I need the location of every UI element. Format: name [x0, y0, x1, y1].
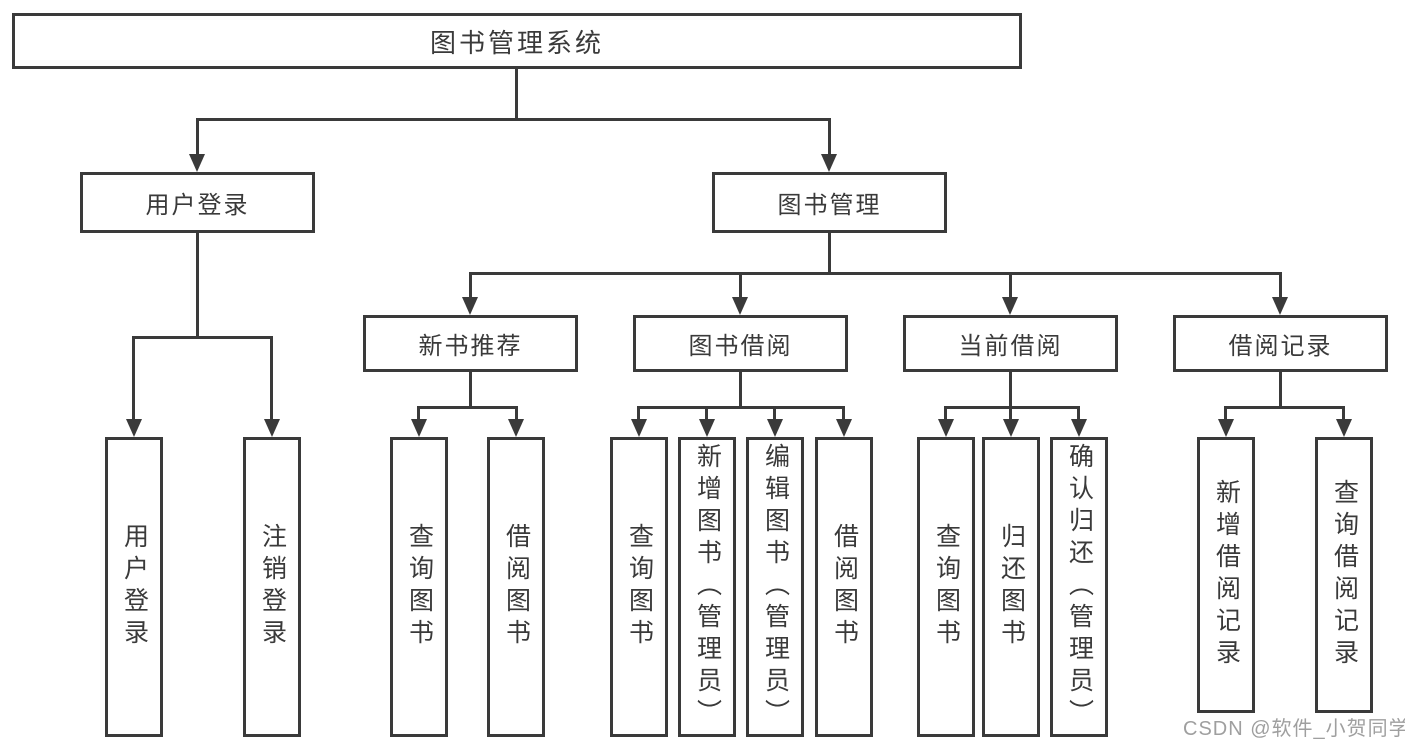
node-root: 图书管理系统: [12, 13, 1022, 69]
connector-line: [828, 118, 831, 158]
node-label: 借阅图书: [502, 523, 531, 651]
arrow-down-icon: [126, 419, 142, 437]
connector-line: [132, 336, 273, 339]
connector-line: [1009, 406, 1012, 423]
arrow-down-icon: [938, 419, 954, 437]
node-user-login: 用户登录: [80, 172, 315, 233]
connector-line: [1279, 372, 1282, 409]
arrow-down-icon: [462, 297, 478, 315]
node-leaf-return-books: 归还图书: [982, 437, 1040, 737]
arrow-down-icon: [411, 419, 427, 437]
node-new-book-recommendation: 新书推荐: [363, 315, 578, 372]
connector-line: [196, 118, 831, 121]
node-label: 查询图书: [405, 523, 434, 651]
connector-line: [196, 118, 199, 158]
arrow-down-icon: [508, 419, 524, 437]
node-label: 新增图书（管理员）: [693, 443, 722, 731]
node-leaf-logout: 注销登录: [243, 437, 301, 737]
node-leaf-query-books-recommend: 查询图书: [390, 437, 448, 737]
watermark: CSDN @软件_小贺同学: [1183, 718, 1405, 740]
node-label: 查询图书: [932, 523, 961, 651]
connector-line: [1009, 272, 1012, 302]
arrow-down-icon: [631, 419, 647, 437]
node-label: 注销登录: [258, 523, 287, 651]
node-book-management: 图书管理: [712, 172, 947, 233]
connector-line: [417, 406, 420, 423]
node-label: 查询图书: [625, 523, 654, 651]
arrow-down-icon: [1218, 419, 1234, 437]
connector-line: [270, 336, 273, 424]
connector-line: [1077, 406, 1080, 423]
connector-line: [132, 336, 135, 424]
connector-line: [469, 372, 472, 409]
connector-line: [637, 406, 640, 423]
node-current-borrowing: 当前借阅: [903, 315, 1118, 372]
arrow-down-icon: [767, 419, 783, 437]
connector-line: [515, 69, 518, 121]
node-label: 用户登录: [120, 523, 149, 651]
connector-line: [842, 406, 845, 423]
node-leaf-edit-books-admin: 编辑图书（管理员）: [746, 437, 804, 737]
arrow-down-icon: [732, 297, 748, 315]
node-label: 编辑图书（管理员）: [761, 443, 790, 731]
node-book-borrowing: 图书借阅: [633, 315, 848, 372]
arrow-down-icon: [189, 154, 205, 172]
node-leaf-borrow-books-recommend: 借阅图书: [487, 437, 545, 737]
node-label: 查询借阅记录: [1330, 479, 1359, 671]
connector-line: [828, 233, 831, 275]
node-leaf-borrow-books: 借阅图书: [815, 437, 873, 737]
node-leaf-add-books-admin: 新增图书（管理员）: [678, 437, 736, 737]
connector-line: [1279, 272, 1282, 302]
arrow-down-icon: [1336, 419, 1352, 437]
node-leaf-add-borrow-record: 新增借阅记录: [1197, 437, 1255, 713]
connector-line: [1224, 406, 1227, 423]
connector-line: [515, 406, 518, 423]
node-leaf-query-borrow-record: 查询借阅记录: [1315, 437, 1373, 713]
arrow-down-icon: [821, 154, 837, 172]
node-label: 归还图书: [997, 523, 1026, 651]
connector-line: [1342, 406, 1345, 423]
arrow-down-icon: [1272, 297, 1288, 315]
node-leaf-query-books-current: 查询图书: [917, 437, 975, 737]
connector-line: [1009, 372, 1012, 409]
arrow-down-icon: [836, 419, 852, 437]
connector-line: [469, 272, 1282, 275]
node-leaf-user-login: 用户登录: [105, 437, 163, 737]
node-label: 确认归还（管理员）: [1065, 443, 1094, 731]
node-leaf-confirm-return-admin: 确认归还（管理员）: [1050, 437, 1108, 737]
connector-line: [705, 406, 708, 423]
arrow-down-icon: [1003, 419, 1019, 437]
node-leaf-query-books-borrow: 查询图书: [610, 437, 668, 737]
connector-line: [739, 272, 742, 302]
connector-line: [944, 406, 1080, 409]
connector-line: [469, 272, 472, 302]
connector-line: [417, 406, 518, 409]
node-label: 借阅图书: [830, 523, 859, 651]
node-label: 新增借阅记录: [1212, 479, 1241, 671]
arrow-down-icon: [699, 419, 715, 437]
arrow-down-icon: [264, 419, 280, 437]
connector-line: [637, 406, 844, 409]
connector-line: [739, 372, 742, 409]
node-borrowing-records: 借阅记录: [1173, 315, 1388, 372]
connector-line: [773, 406, 776, 423]
arrow-down-icon: [1002, 297, 1018, 315]
connector-line: [196, 233, 199, 339]
arrow-down-icon: [1071, 419, 1087, 437]
connector-line: [944, 406, 947, 423]
connector-line: [1224, 406, 1345, 409]
